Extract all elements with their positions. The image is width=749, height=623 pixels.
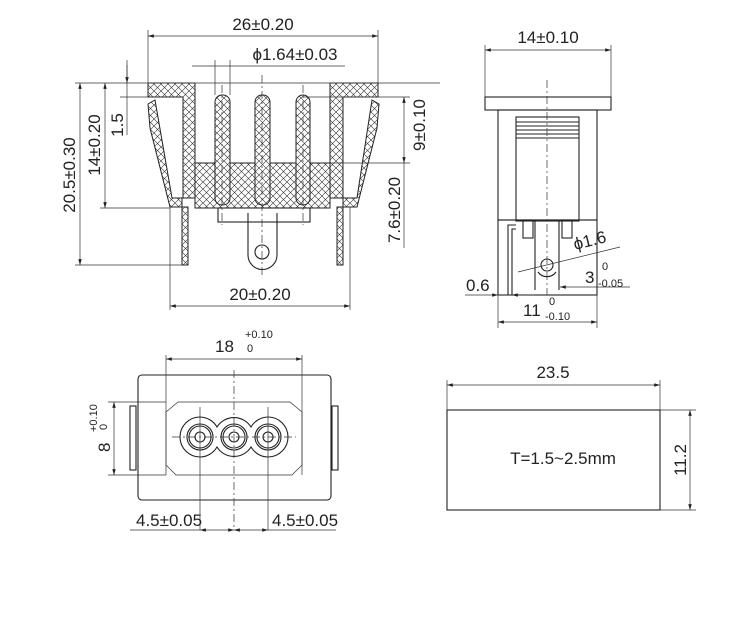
front-section-view: 26±0.20 ϕ1.64±0.03 20.5±0.30 14±0.20 1.5… [60,15,440,310]
cutout-view: 18 +0.10 0 8 +0.10 0 4.5±0.05 4.5±0.05 [88,329,339,532]
dim-9: 9±0.10 [410,99,429,151]
dim-hole-diameter: ϕ1.6 [571,227,608,253]
dim-11: 11 [523,301,541,320]
dim-18-lower: 0 [247,343,253,355]
dim-20: 20±0.20 [229,285,290,304]
dim-11-lower: -0.10 [545,311,570,323]
dim-7-6: 7.6±0.20 [385,177,404,243]
panel-thickness-label: T=1.5~2.5mm [510,449,616,468]
dim-pitch-left: 4.5±0.05 [136,511,202,530]
dim-3-upper: 0 [602,261,608,273]
dim-8: 8 [95,443,114,452]
dim-20-5: 20.5±0.30 [60,137,79,213]
dim-3: 3 [585,268,594,287]
dim-26: 26±0.20 [232,15,293,34]
dim-3-lower: -0.05 [598,278,623,290]
dim-18-upper: +0.10 [245,329,273,341]
dim-pin-diameter: ϕ1.64±0.03 [252,45,337,64]
dim-18: 18 [215,337,234,356]
dim-14-side: 14±0.10 [517,28,578,47]
dim-0-6: 0.6 [466,276,490,295]
panel-view: 23.5 11.2 T=1.5~2.5mm [446,363,696,511]
dim-8-lower: 0 [98,424,110,430]
dim-8-upper: +0.10 [88,404,100,432]
dim-11-2: 11.2 [671,444,690,476]
dim-11-upper: 0 [549,296,555,308]
dim-23-5: 23.5 [536,363,569,382]
dim-14: 14±0.20 [85,114,104,175]
dim-1-5: 1.5 [108,113,127,137]
side-view: 14±0.10 ϕ1.6 3 0 -0.05 0.6 11 0 -0.10 [465,28,630,328]
dim-pitch-right: 4.5±0.05 [272,511,338,530]
